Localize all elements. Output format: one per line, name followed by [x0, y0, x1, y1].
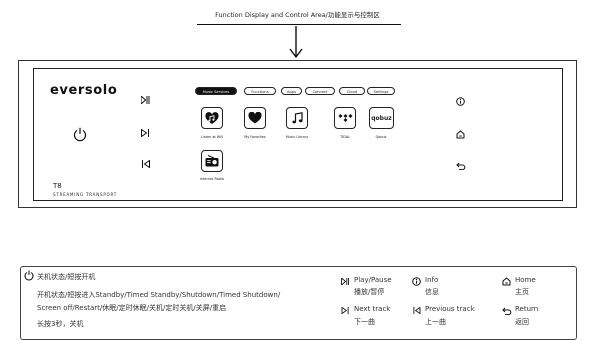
tab-settings[interactable]: Settings — [367, 87, 395, 95]
title-underline — [197, 24, 401, 25]
tab-connect[interactable]: Connect — [305, 87, 335, 95]
power-off-state-text: 关机状态/短按开机 — [37, 273, 96, 281]
power-on-state-text: 开机状态/短按进入Standby/Timed Standby/Shutdown/… — [37, 291, 281, 299]
previous-track-label-zh: 上一曲 — [425, 318, 446, 326]
app-label-my-favorites: My Favorites — [244, 135, 266, 139]
app-label-qobuz: Qobuz — [375, 135, 387, 139]
previous-track-label: Previous track — [425, 305, 475, 313]
next-track-icon[interactable] — [141, 129, 150, 137]
play-pause-icon — [341, 278, 349, 285]
home-label-zh: 主页 — [515, 288, 529, 296]
model-subtitle: STREAMING TRANSPORT — [53, 192, 118, 197]
tidal-icon — [338, 114, 352, 122]
info-icon[interactable] — [456, 97, 465, 106]
legend-box — [20, 266, 577, 340]
next-track-icon — [341, 307, 349, 314]
tab-cloud[interactable]: Cloud — [339, 87, 365, 95]
play-pause-label-zh: 播放/暂停 — [354, 288, 385, 296]
return-icon — [502, 307, 512, 315]
model-name: T8 — [53, 182, 62, 190]
power-on-options-text: Screen off/Restart/休眠/定时休眠/关机/定时关机/关屏/重启 — [37, 304, 227, 312]
long-press-text: 长按3秒，关机 — [37, 320, 84, 328]
info-icon — [412, 277, 421, 286]
app-tile-listen-at-will[interactable] — [201, 107, 223, 129]
app-label-listen-at-will: Listen at Will — [201, 135, 223, 139]
device-outline — [18, 60, 577, 208]
return-icon[interactable] — [456, 162, 466, 170]
tab-apps[interactable]: Apps — [281, 87, 302, 95]
device-front-panel — [33, 68, 563, 201]
app-label-music-library: Music Library — [285, 135, 309, 139]
music-note-icon — [291, 112, 303, 124]
tab-functions[interactable]: Functions — [244, 87, 276, 95]
home-icon[interactable] — [456, 130, 465, 139]
power-icon[interactable] — [73, 127, 87, 142]
app-tile-internet-radio[interactable] — [201, 150, 223, 172]
previous-track-icon — [413, 307, 421, 314]
down-arrow-icon — [289, 26, 303, 59]
home-label: Home — [515, 276, 536, 284]
radio-icon — [205, 155, 219, 167]
qobuz-icon: qobuz — [371, 114, 392, 122]
app-tile-music-library[interactable] — [286, 107, 308, 129]
app-tile-tidal[interactable] — [334, 107, 356, 129]
tab-music-services[interactable]: Music Services — [195, 87, 237, 95]
play-pause-label: Play/Pause — [354, 276, 392, 284]
next-track-label: Next track — [354, 305, 391, 313]
return-label-zh: 返回 — [515, 318, 529, 326]
previous-track-icon[interactable] — [141, 160, 150, 168]
app-label-tidal: TIDAL — [340, 135, 350, 139]
play-pause-icon[interactable] — [141, 96, 150, 104]
area-title: Function Display and Control Area/功能显示与控… — [215, 11, 380, 19]
next-track-label-zh: 下一曲 — [354, 318, 375, 326]
info-label-zh: 信息 — [425, 288, 439, 296]
brand-logo: eversolo — [50, 83, 118, 98]
heart-icon — [248, 112, 262, 124]
power-icon — [24, 270, 34, 281]
app-label-internet-radio: Internet Radio — [199, 177, 225, 181]
heart-music-icon — [205, 111, 219, 124]
home-icon — [502, 277, 511, 286]
app-tile-qobuz[interactable]: qobuz — [369, 107, 394, 129]
app-tile-my-favorites[interactable] — [244, 107, 266, 129]
info-label: Info — [425, 276, 439, 284]
return-label: Return — [515, 305, 539, 313]
